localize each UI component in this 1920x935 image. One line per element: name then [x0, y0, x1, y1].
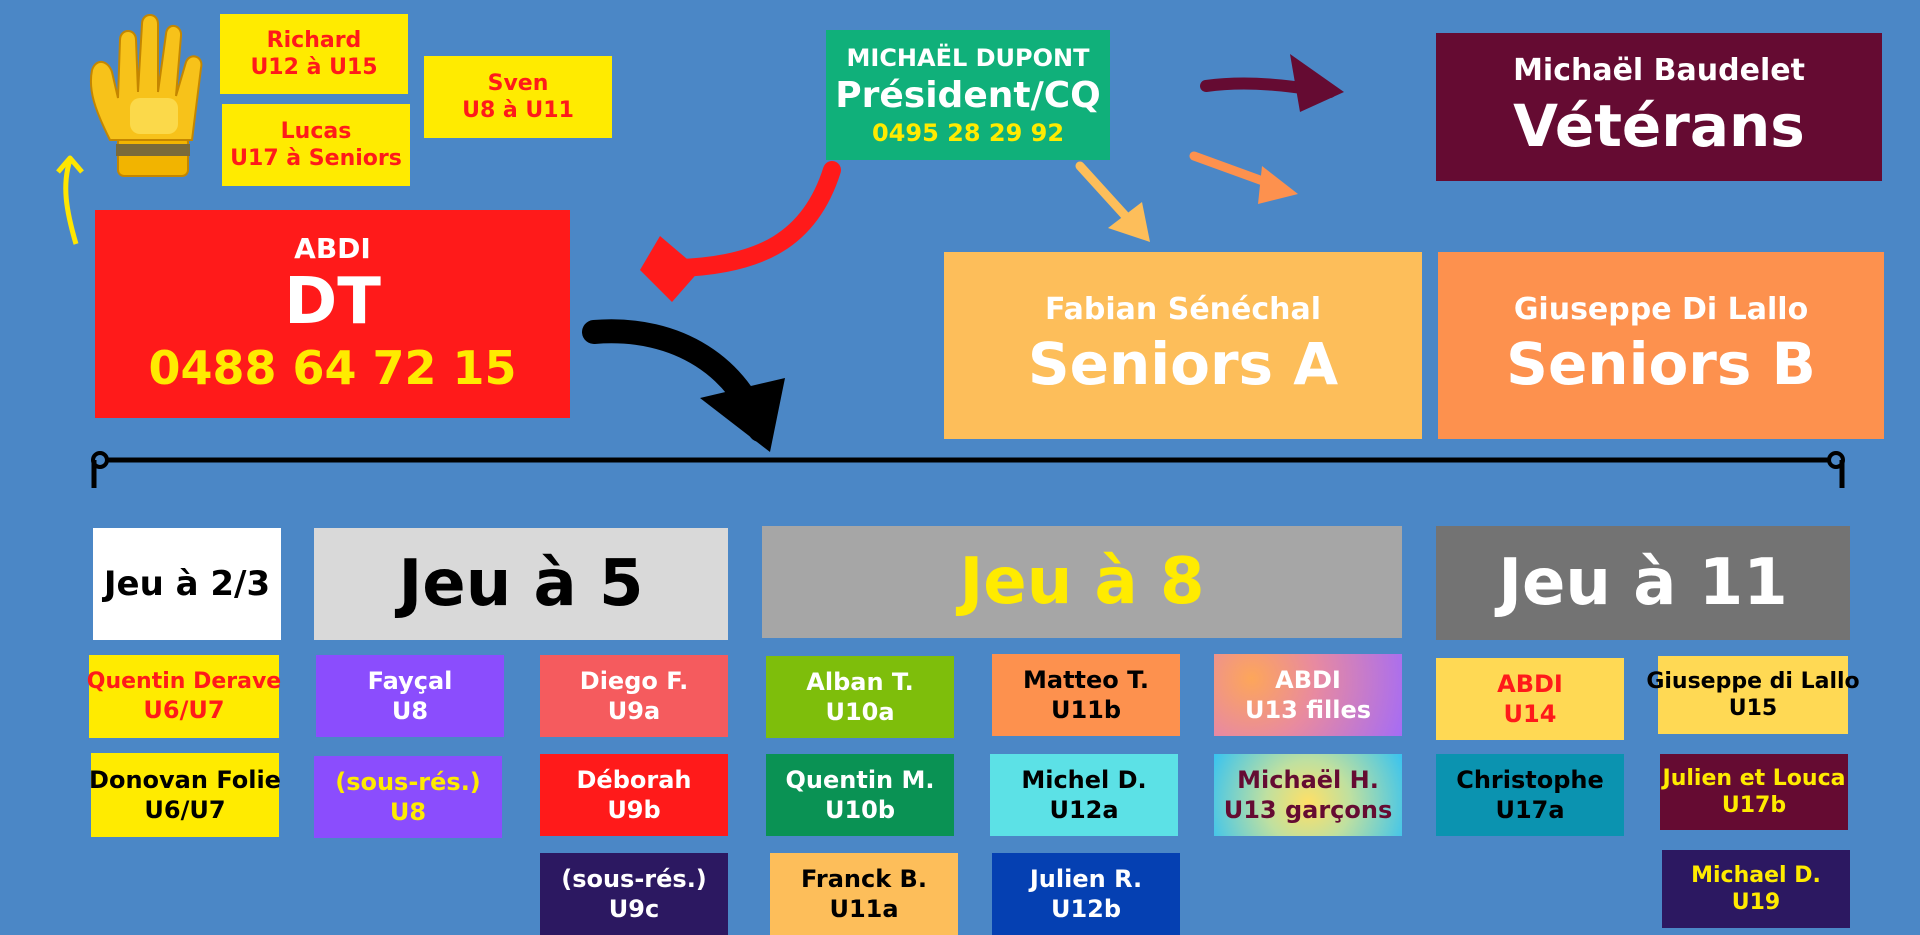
veterans-card: Michaël Baudelet Vétérans [1436, 33, 1882, 181]
team-name: U14 [1503, 700, 1557, 728]
coach-name: Quentin Derave [86, 668, 282, 694]
president-phone: 0495 28 29 92 [871, 118, 1065, 147]
keeper-name: Sven [487, 70, 549, 96]
team-card-u13g: Michaël H. U13 garçons [1214, 754, 1402, 836]
team-card-u10a: Alban T. U10a [766, 656, 954, 738]
team-card-u6-donovan: Donovan Folie U6/U7 [89, 753, 281, 837]
orange-arrow-icon [1075, 151, 1298, 242]
coach-name: Michel D. [1021, 766, 1147, 794]
keeper-range: U12 à U15 [250, 55, 378, 80]
coach-name: (sous-rés.) [335, 768, 481, 796]
seniors-a-card: Fabian Sénéchal Seniors A [944, 252, 1422, 439]
team-card-u11b: Matteo T. U11b [992, 654, 1180, 736]
team-name: U13 garçons [1223, 796, 1393, 824]
team-name: U15 [1728, 696, 1778, 721]
team-name: U8 [389, 798, 427, 826]
team-card-u9c: (sous-rés.) U9c [540, 853, 728, 935]
red-arrow-icon [640, 161, 841, 302]
seniors-b-coach: Giuseppe Di Lallo [1513, 291, 1809, 327]
seniors-a-coach: Fabian Sénéchal [1044, 291, 1322, 327]
team-name: U10a [825, 698, 895, 726]
president-role: Président/CQ [835, 74, 1101, 116]
veterans-team: Vétérans [1513, 91, 1805, 160]
dt-phone: 0488 64 72 15 [148, 340, 517, 395]
black-arrow-icon [582, 319, 785, 452]
team-name: U13 filles [1244, 696, 1372, 724]
category-jeu8: Jeu à 8 [762, 526, 1402, 638]
keeper-richard-card: Richard U12 à U15 [220, 14, 408, 94]
coach-name: Giuseppe di Lallo [1646, 668, 1860, 694]
team-name: U9b [607, 796, 661, 824]
team-name: U19 [1731, 890, 1781, 915]
coach-name: Michael D. [1691, 862, 1821, 888]
seniors-a-team: Seniors A [1027, 330, 1339, 398]
coach-name: Fayçal [367, 667, 453, 695]
category-jeu5: Jeu à 5 [314, 528, 728, 640]
team-card-u14: ABDI U14 [1436, 658, 1624, 740]
team-name: U12b [1050, 895, 1122, 923]
keeper-sven-card: Sven U8 à U11 [424, 56, 612, 138]
team-card-u9a: Diego F. U9a [540, 655, 728, 737]
coach-name: Julien et Louca [1662, 765, 1846, 791]
yellow-arrow-icon [56, 155, 84, 245]
team-name: U9a [607, 697, 661, 725]
coach-name: Quentin M. [785, 766, 935, 794]
dt-card: ABDI DT 0488 64 72 15 [95, 210, 570, 418]
coach-name: (sous-rés.) [561, 865, 707, 893]
team-card-u12a: Michel D. U12a [990, 754, 1178, 836]
coach-name: Alban T. [806, 668, 914, 696]
coach-name: Donovan Folie [89, 766, 281, 794]
keeper-name: Lucas [280, 118, 352, 144]
team-card-u17b: Julien et Louca U17b [1660, 754, 1848, 830]
team-card-u12b: Julien R. U12b [992, 853, 1180, 935]
team-card-u17a: Christophe U17a [1436, 754, 1624, 836]
wine-arrow-icon [1200, 54, 1344, 112]
keeper-range: U8 à U11 [462, 98, 574, 123]
team-name: U11a [829, 895, 899, 923]
coach-name: Christophe [1456, 766, 1604, 794]
team-card-u8-faycal: Fayçal U8 [316, 655, 504, 737]
team-card-u13f: ABDI U13 filles [1214, 654, 1402, 736]
keeper-range: U17 à Seniors [230, 146, 402, 171]
category-jeu11: Jeu à 11 [1436, 526, 1850, 640]
team-name: U17b [1721, 793, 1787, 818]
team-card-u8-sous: (sous-rés.) U8 [314, 756, 502, 838]
team-name: U9c [608, 895, 660, 923]
timeline-bar [91, 451, 1845, 488]
coach-name: Diego F. [579, 667, 689, 695]
team-card-u9b: Déborah U9b [540, 754, 728, 836]
coach-name: Matteo T. [1023, 666, 1149, 694]
president-card: MICHAËL DUPONT Président/CQ 0495 28 29 9… [826, 30, 1110, 160]
coach-name: ABDI [1497, 670, 1563, 698]
dt-name: ABDI [294, 231, 371, 265]
team-card-u10b: Quentin M. U10b [766, 754, 954, 836]
team-card-u6-quentin: Quentin Derave U6/U7 [86, 655, 282, 738]
team-card-u15: Giuseppe di Lallo U15 [1646, 656, 1860, 734]
coach-name: Michaël H. [1237, 766, 1379, 794]
keeper-name: Richard [266, 27, 362, 53]
keeper-lucas-card: Lucas U17 à Seniors [222, 104, 410, 186]
team-name: U17a [1495, 796, 1565, 824]
team-name: U6/U7 [143, 696, 225, 725]
seniors-b-card: Giuseppe Di Lallo Seniors B [1438, 252, 1884, 439]
team-name: U11b [1050, 696, 1122, 724]
dt-role: DT [284, 264, 381, 339]
team-card-u19: Michael D. U19 [1662, 850, 1850, 928]
president-name: MICHAËL DUPONT [846, 43, 1090, 72]
veterans-coach: Michaël Baudelet [1513, 53, 1805, 88]
coach-name: Franck B. [801, 865, 927, 893]
team-name: U12a [1049, 796, 1119, 824]
coach-name: Julien R. [1029, 865, 1143, 893]
category-jeu23: Jeu à 2/3 [93, 528, 281, 640]
team-name: U8 [391, 697, 429, 725]
coach-name: Déborah [576, 766, 692, 794]
team-name: U10b [824, 796, 896, 824]
seniors-b-team: Seniors B [1506, 330, 1816, 398]
team-card-u11a: Franck B. U11a [770, 853, 958, 935]
team-name: U6/U7 [144, 796, 226, 824]
coach-name: ABDI [1275, 666, 1341, 694]
